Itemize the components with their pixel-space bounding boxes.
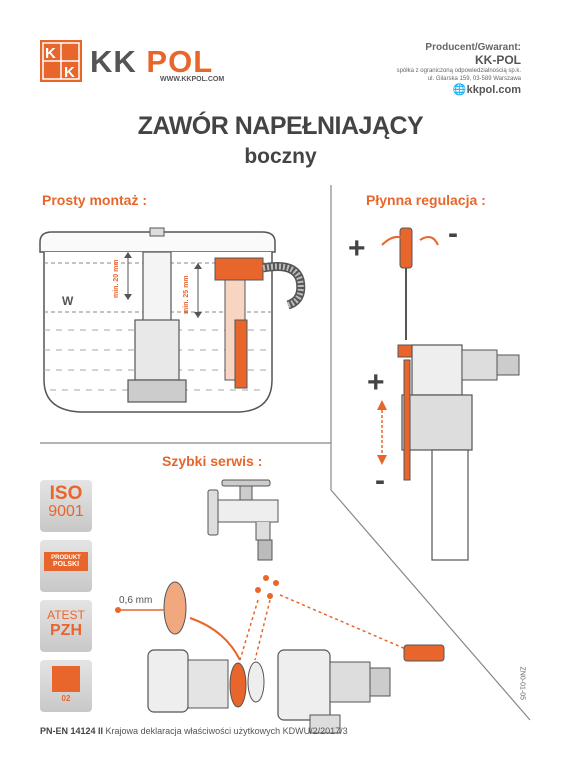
page-title: ZAWÓR NAPEŁNIAJĄCY [137,112,424,140]
divider-diagonal [330,489,531,721]
brand-pol: POL [146,44,214,79]
iso-top: ISO [49,483,83,504]
produkt-line1: PRODUKT [51,555,81,561]
producer-line1: spółka z ograniczoną odpowiedzialnością … [396,68,521,74]
min20-label: min. 20 mm [113,259,120,298]
producer-line2: ul. Gilarska 159, 03-589 Warszawa [427,76,521,82]
min25-label: min. 25 mm [183,275,190,314]
globe-icon: 🌐 [452,84,467,96]
kkpol-logo: K K [40,40,82,82]
minus-top: - [448,217,458,250]
brand-kk: KK [90,44,137,79]
logo-letter-2: K [64,64,75,81]
plus-top: + [348,232,366,265]
producer-block: Producent/Gwarant: KK-POL spółka z ogran… [301,42,521,96]
section-install: Prosty montaż : [42,192,148,208]
gasket-label: 0,6 mm [119,595,152,606]
atest-pzh-badge: ATEST PZH [40,600,92,652]
produkt-line2: POLSKI [52,561,80,568]
producer-web-row: 🌐kkpol.com [301,83,521,96]
water-level-label: W [62,294,74,308]
logo-letter-1: K [45,45,56,62]
producer-name: KK-POL [475,53,521,67]
iso-bottom: 9001 [48,503,84,520]
cistern-illustration [39,227,306,413]
iso-badge: ISO 9001 [40,480,92,532]
produkt-polski-badge: PRODUKT POLSKI [40,540,92,592]
brand-url[interactable]: WWW.KKPOL.COM [160,76,225,83]
atest-bottom: PZH [50,622,82,639]
b-mark-icon [52,666,80,692]
producer-web[interactable]: kkpol.com [466,84,521,96]
brand-name: KK POL [90,44,213,80]
footer: PN-EN 14124 II Krajowa deklaracja właści… [40,726,348,736]
page-subtitle: boczny [244,145,317,168]
doc-code: ZN0-01-05 [518,666,525,700]
atest-top: ATEST [47,608,85,622]
service-illustration [115,479,445,734]
b-mark-code: 02 [61,694,71,703]
minus-bottom: - [375,464,385,497]
section-regulation: Płynna regulacja : [366,192,486,208]
plus-bottom: + [367,366,385,399]
section-service: Szybki serwis : [162,453,263,469]
b-mark-badge: 02 [40,660,92,712]
footer-text: Krajowa deklaracja właściwości użytkowyc… [105,726,348,736]
footer-norm: PN-EN 14124 II [40,726,104,736]
producer-heading: Producent/Gwarant: [425,42,521,53]
regulation-illustration [377,227,520,561]
